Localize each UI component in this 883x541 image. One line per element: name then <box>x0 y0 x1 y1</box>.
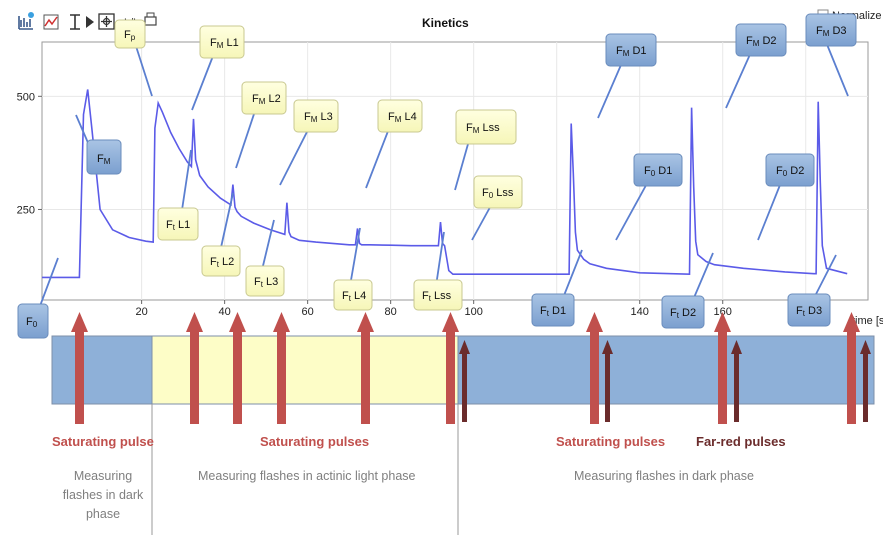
svg-text:Ft D3: Ft D3 <box>796 305 822 318</box>
play-icon[interactable] <box>86 16 94 28</box>
saturating-pulse-arrow <box>843 312 860 424</box>
x-tick-label: 20 <box>135 306 147 318</box>
svg-text:FM D3: FM D3 <box>816 25 847 38</box>
svg-text:FM D1: FM D1 <box>616 45 647 58</box>
fit-view-icon[interactable] <box>98 13 115 30</box>
range-icon[interactable] <box>70 14 80 30</box>
dark-phase-1-line2: flashes in dark <box>63 488 144 502</box>
x-tick-label: 100 <box>464 306 482 318</box>
callout-ft-l4: Ft L4 <box>333 279 373 311</box>
phase-separators <box>151 404 459 535</box>
callout-fm-l3: FM L3 <box>293 99 339 133</box>
saturating-pulses-light-label: Saturating pulses <box>260 434 369 449</box>
phase-labels: Saturating pulse Saturating pulses Satur… <box>52 434 786 521</box>
svg-text:F0 D1: F0 D1 <box>644 165 672 178</box>
callout-ft-l2: Ft L2 <box>201 245 241 277</box>
callout-fm-l1: FM L1 <box>199 25 245 59</box>
svg-text:FM D2: FM D2 <box>746 35 777 48</box>
saturating-pulse-arrow <box>357 312 374 424</box>
y-tick-label: 500 <box>17 91 35 103</box>
x-tick-label: 160 <box>714 306 732 318</box>
protocol-bar <box>51 335 875 405</box>
y-tick-label: 250 <box>17 204 35 216</box>
callout-ft-lss: Ft Lss <box>413 279 463 311</box>
x-tick-label: 140 <box>631 306 649 318</box>
svg-text:FM: FM <box>97 153 111 166</box>
far-red-pulses-label: Far-red pulses <box>696 434 786 449</box>
svg-text:Ft D1: Ft D1 <box>540 305 566 318</box>
x-axis-label: time [s <box>852 315 883 327</box>
callout-fm-l4: FM L4 <box>377 99 423 133</box>
svg-text:FM L1: FM L1 <box>210 37 239 50</box>
callout-fm: FM <box>86 139 122 175</box>
saturating-pulse-arrow <box>273 312 290 424</box>
callout-fm-d3: FM D3 <box>805 13 857 47</box>
callout-f0: F0 <box>17 303 49 339</box>
actinic-phase-label: Measuring flashes in actinic light phase <box>198 469 416 483</box>
svg-text:F0 Lss: F0 Lss <box>482 187 514 200</box>
svg-text:Ft D2: Ft D2 <box>670 307 696 320</box>
svg-text:FM L4: FM L4 <box>388 111 417 124</box>
callout-f0-d1: F0 D1 <box>633 153 683 187</box>
svg-text:FM Lss: FM Lss <box>466 122 500 135</box>
svg-text:Ft L4: Ft L4 <box>342 290 366 303</box>
callout-ft-l3: Ft L3 <box>245 265 285 297</box>
dark-phase-1-line1: Measuring <box>74 469 132 483</box>
svg-text:Ft L3: Ft L3 <box>254 276 278 289</box>
chart-settings-icon[interactable] <box>18 12 34 30</box>
svg-text:Ft L2: Ft L2 <box>210 256 234 269</box>
dark-phase-1-line3: phase <box>86 507 120 521</box>
far-red-pulse-arrow <box>860 340 871 422</box>
saturating-pulse-arrow <box>71 312 88 424</box>
callout-fm-lss: FM Lss <box>455 109 517 145</box>
print-icon[interactable] <box>144 12 157 26</box>
pulse-arrows <box>71 312 871 424</box>
y-axis: 250 500 <box>17 91 42 216</box>
far-red-pulse-arrow <box>602 340 613 422</box>
callout-fm-l2: FM L2 <box>241 81 287 115</box>
callout-fp: Fp <box>114 19 146 49</box>
saturating-pulse-label: Saturating pulse <box>52 434 154 449</box>
svg-text:Ft L1: Ft L1 <box>166 219 190 232</box>
svg-text:Fp: Fp <box>124 29 136 42</box>
saturating-pulse-arrow <box>186 312 203 424</box>
dark-phase-2-label: Measuring flashes in dark phase <box>574 469 754 483</box>
saturating-pulses-dark-label: Saturating pulses <box>556 434 665 449</box>
callout-fm-d1: FM D1 <box>605 33 657 67</box>
callout-fm-d2: FM D2 <box>735 23 787 57</box>
svg-text:F0: F0 <box>26 316 38 329</box>
x-tick-label: 40 <box>219 306 231 318</box>
saturating-pulse-arrow <box>586 312 603 424</box>
far-red-pulse-arrow <box>459 340 470 422</box>
callouts: FM Fp FM L1 Ft L1 FM L2 Ft L2 FM L3 Ft <box>17 13 857 339</box>
saturating-pulse-arrow <box>442 312 459 424</box>
plot-area <box>41 41 869 301</box>
callout-ft-l1: Ft L1 <box>157 207 199 241</box>
svg-text:Ft Lss: Ft Lss <box>422 290 452 303</box>
x-tick-label: 80 <box>385 306 397 318</box>
callout-ft-d3: Ft D3 <box>787 293 831 327</box>
svg-text:F0 D2: F0 D2 <box>776 165 804 178</box>
callout-pointers <box>39 39 849 307</box>
saturating-pulse-arrow <box>714 312 731 424</box>
svg-text:FM L3: FM L3 <box>304 111 333 124</box>
svg-text:FM L2: FM L2 <box>252 93 281 106</box>
saturating-pulse-arrow <box>229 312 246 424</box>
chart-title: Kinetics <box>422 16 469 30</box>
callout-ft-d1: Ft D1 <box>531 293 575 327</box>
fluorescence-trace <box>42 89 848 279</box>
callout-f0-d2: F0 D2 <box>765 153 815 187</box>
x-tick-label: 60 <box>302 306 314 318</box>
line-chart-icon[interactable] <box>43 14 59 30</box>
callout-f0-lss: F0 Lss <box>473 175 523 209</box>
far-red-pulse-arrow <box>731 340 742 422</box>
callout-ft-d2: Ft D2 <box>661 295 705 329</box>
